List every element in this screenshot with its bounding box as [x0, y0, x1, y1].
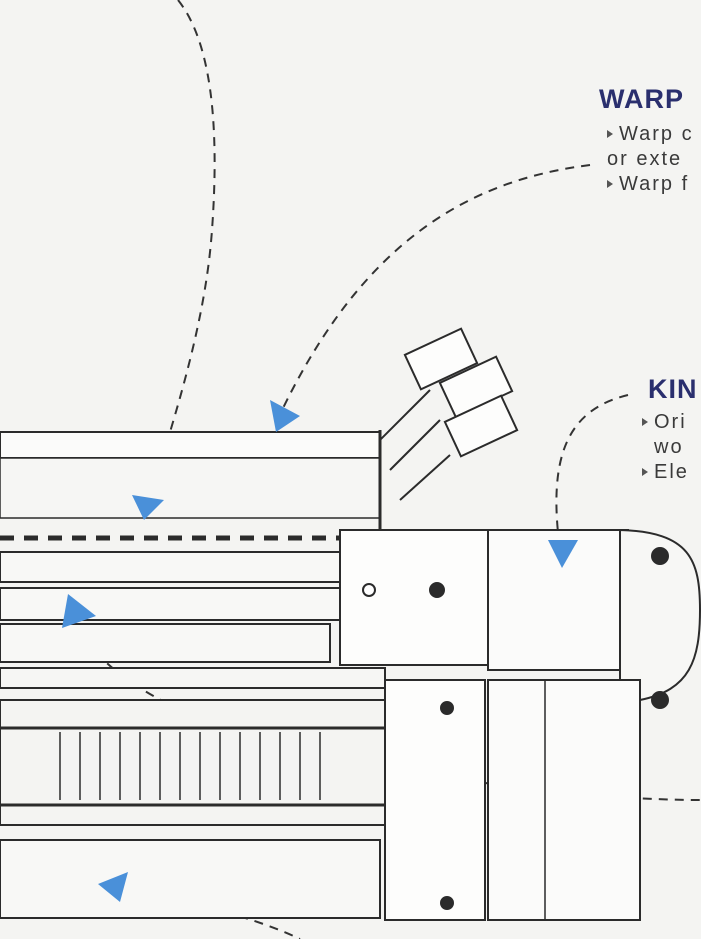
arrow-kin [548, 540, 578, 568]
arrow-top-beam [270, 400, 300, 432]
warp-bullet-2: Warp f [607, 172, 694, 197]
kin-bullet-1-cont: wo [642, 435, 689, 460]
kin-heading: KIN [648, 374, 698, 404]
warp-bullet-1: Warp c [607, 122, 694, 147]
shaft-1 [0, 551, 341, 583]
bullet-marker-icon [642, 468, 648, 476]
warp-bullet-2-text: Warp f [619, 173, 690, 195]
bullet-marker-icon [607, 130, 613, 138]
bolt-4 [440, 896, 454, 910]
arrow-bottom [98, 872, 128, 902]
bolt-3 [440, 701, 454, 715]
leader-line-kin [555, 394, 629, 551]
bolt-2 [362, 583, 376, 597]
arrow-rail [132, 495, 164, 520]
kin-bullet-1: Ori [642, 410, 689, 435]
bullet-marker-icon [607, 180, 613, 188]
top-beam [0, 431, 381, 459]
leader-line-warp [274, 164, 591, 426]
center-block [339, 529, 489, 666]
warp-heading: WARP [599, 84, 684, 114]
kin-bullet-2-text: Ele [654, 461, 689, 483]
bolt-1 [429, 582, 445, 598]
lower-frame [384, 679, 486, 921]
kin-bullet-1-cont-text: wo [654, 436, 684, 458]
shaft-3 [0, 623, 331, 663]
shaft-2 [0, 587, 341, 621]
reed-teeth [59, 732, 321, 800]
bullet-marker-icon [642, 418, 648, 426]
kin-bullet-2: Ele [642, 460, 689, 485]
lower-right-panel [487, 679, 641, 921]
bottom-plate [0, 839, 381, 919]
loom-frame [0, 327, 701, 921]
warp-bullet-list: Warp c or exte Warp f [607, 122, 694, 197]
warp-bullet-1-cont-text: or exte [607, 148, 683, 170]
top-beam-inner [0, 457, 381, 519]
warp-bullet-1-text: Warp c [619, 123, 694, 145]
shaft-4 [0, 667, 386, 689]
kin-bullet-list: Ori wo Ele [642, 410, 689, 485]
arrow-shaft [62, 594, 96, 628]
leader-line-top-left [147, 0, 216, 506]
bolt-5 [651, 547, 669, 565]
warp-bullet-1-cont: or exte [607, 147, 694, 172]
pointer-arrows [62, 400, 578, 902]
thread-feeders [379, 327, 519, 501]
kin-bullet-1-text: Ori [654, 411, 687, 433]
bolt-6 [651, 691, 669, 709]
